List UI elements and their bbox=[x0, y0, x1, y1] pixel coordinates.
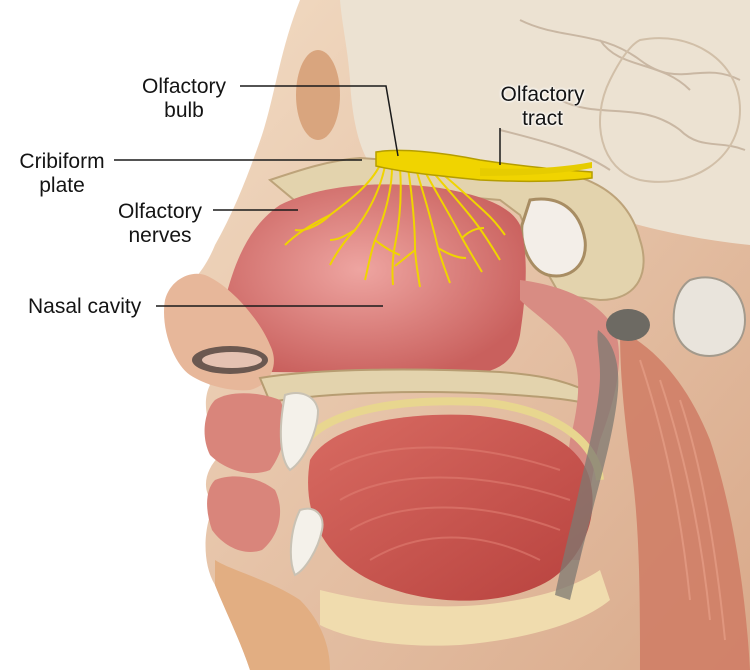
label-olfactory-nerves: Olfactory nerves bbox=[106, 200, 214, 248]
label-nasal-cavity-text: Nasal cavity bbox=[28, 295, 142, 318]
nasopharynx bbox=[520, 280, 620, 560]
neck-fibers bbox=[639, 359, 726, 641]
label-cribiform-plate-line2: plate bbox=[39, 174, 85, 197]
chin bbox=[215, 560, 330, 670]
leader-olfactory-bulb bbox=[240, 85, 399, 157]
pharyngeal-wall bbox=[555, 330, 619, 600]
leader-lines bbox=[114, 85, 501, 307]
label-nasal-cavity: Nasal cavity bbox=[28, 295, 141, 319]
frontal-sinus bbox=[296, 50, 340, 140]
front-tooth-lower bbox=[289, 507, 324, 577]
tongue-fibers bbox=[329, 446, 571, 561]
label-olfactory-bulb: Olfactory bulb bbox=[135, 75, 233, 123]
jaw-bone bbox=[320, 570, 610, 646]
label-olfactory-nerves-line1: Olfactory bbox=[117, 200, 203, 223]
label-olfactory-tract-line2: tract bbox=[522, 107, 563, 130]
brain-folds bbox=[499, 19, 746, 171]
label-olfactory-bulb-line1: Olfactory bbox=[141, 75, 227, 98]
lower-lip bbox=[207, 476, 281, 552]
label-cribiform-plate: Cribiform plate bbox=[10, 150, 114, 198]
nostril-inner bbox=[202, 352, 262, 368]
neck-muscles bbox=[620, 330, 750, 670]
front-tooth-upper bbox=[279, 392, 320, 472]
label-olfactory-nerves-line2: nerves bbox=[128, 224, 192, 247]
sphenoid-sinus bbox=[520, 197, 587, 278]
olfactory-tract-shape bbox=[480, 162, 592, 176]
label-cribiform-plate-line1: Cribiform bbox=[19, 150, 105, 173]
label-olfactory-tract-line1: Olfactory bbox=[500, 83, 585, 106]
tongue-outline bbox=[296, 397, 604, 481]
label-olfactory-tract: Olfactory tract bbox=[490, 83, 595, 131]
eustachian-tube-cartilage bbox=[606, 309, 650, 341]
brain-inner bbox=[599, 37, 742, 183]
label-olfactory-bulb-line2: bulb bbox=[164, 99, 204, 122]
olfactory-nerves bbox=[284, 164, 506, 288]
upper-lip bbox=[204, 393, 286, 474]
brain bbox=[340, 0, 750, 245]
cartilage-ring bbox=[672, 276, 747, 357]
